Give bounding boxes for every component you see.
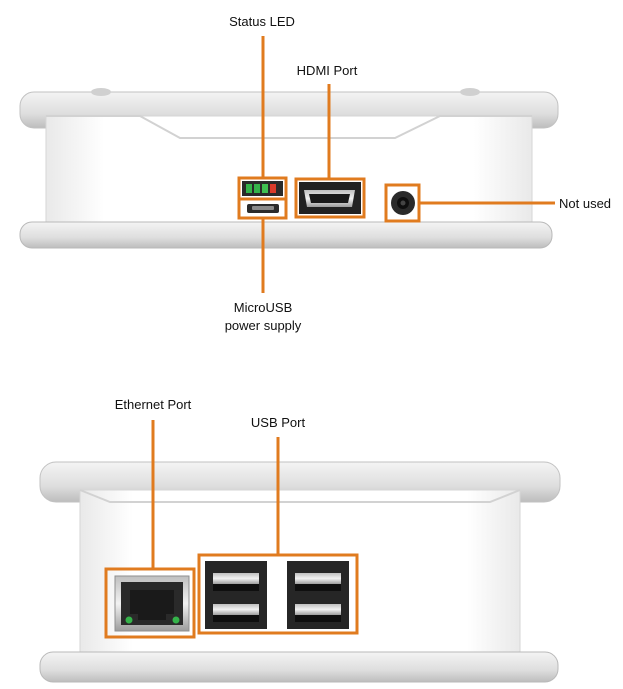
ethernet-callout-box	[104, 567, 196, 639]
status-led-icon	[242, 181, 283, 196]
audio-jack-icon	[391, 191, 415, 215]
usb-port-icon	[205, 561, 349, 629]
not-used-label: Not used	[559, 196, 612, 211]
usb-port-label: USB Port	[250, 415, 306, 430]
top-case	[19, 88, 559, 249]
top-callouts	[237, 36, 555, 293]
microusb-label-line1: MicroUSB	[233, 300, 293, 315]
ethernet-port-label: Ethernet Port	[114, 397, 192, 412]
hdmi-port-label: HDMI Port	[296, 63, 358, 78]
ethernet-port-icon	[114, 575, 190, 632]
microusb-port-icon	[247, 204, 279, 213]
microusb-label-line2: power supply	[224, 318, 302, 333]
hdmi-port-icon	[299, 182, 361, 214]
bottom-case-bottom-plate	[39, 651, 559, 683]
bottom-callouts	[104, 420, 359, 639]
top-case-bottom-plate	[19, 221, 553, 249]
top-case-body	[45, 115, 533, 231]
status-led-label: Status LED	[229, 14, 295, 29]
